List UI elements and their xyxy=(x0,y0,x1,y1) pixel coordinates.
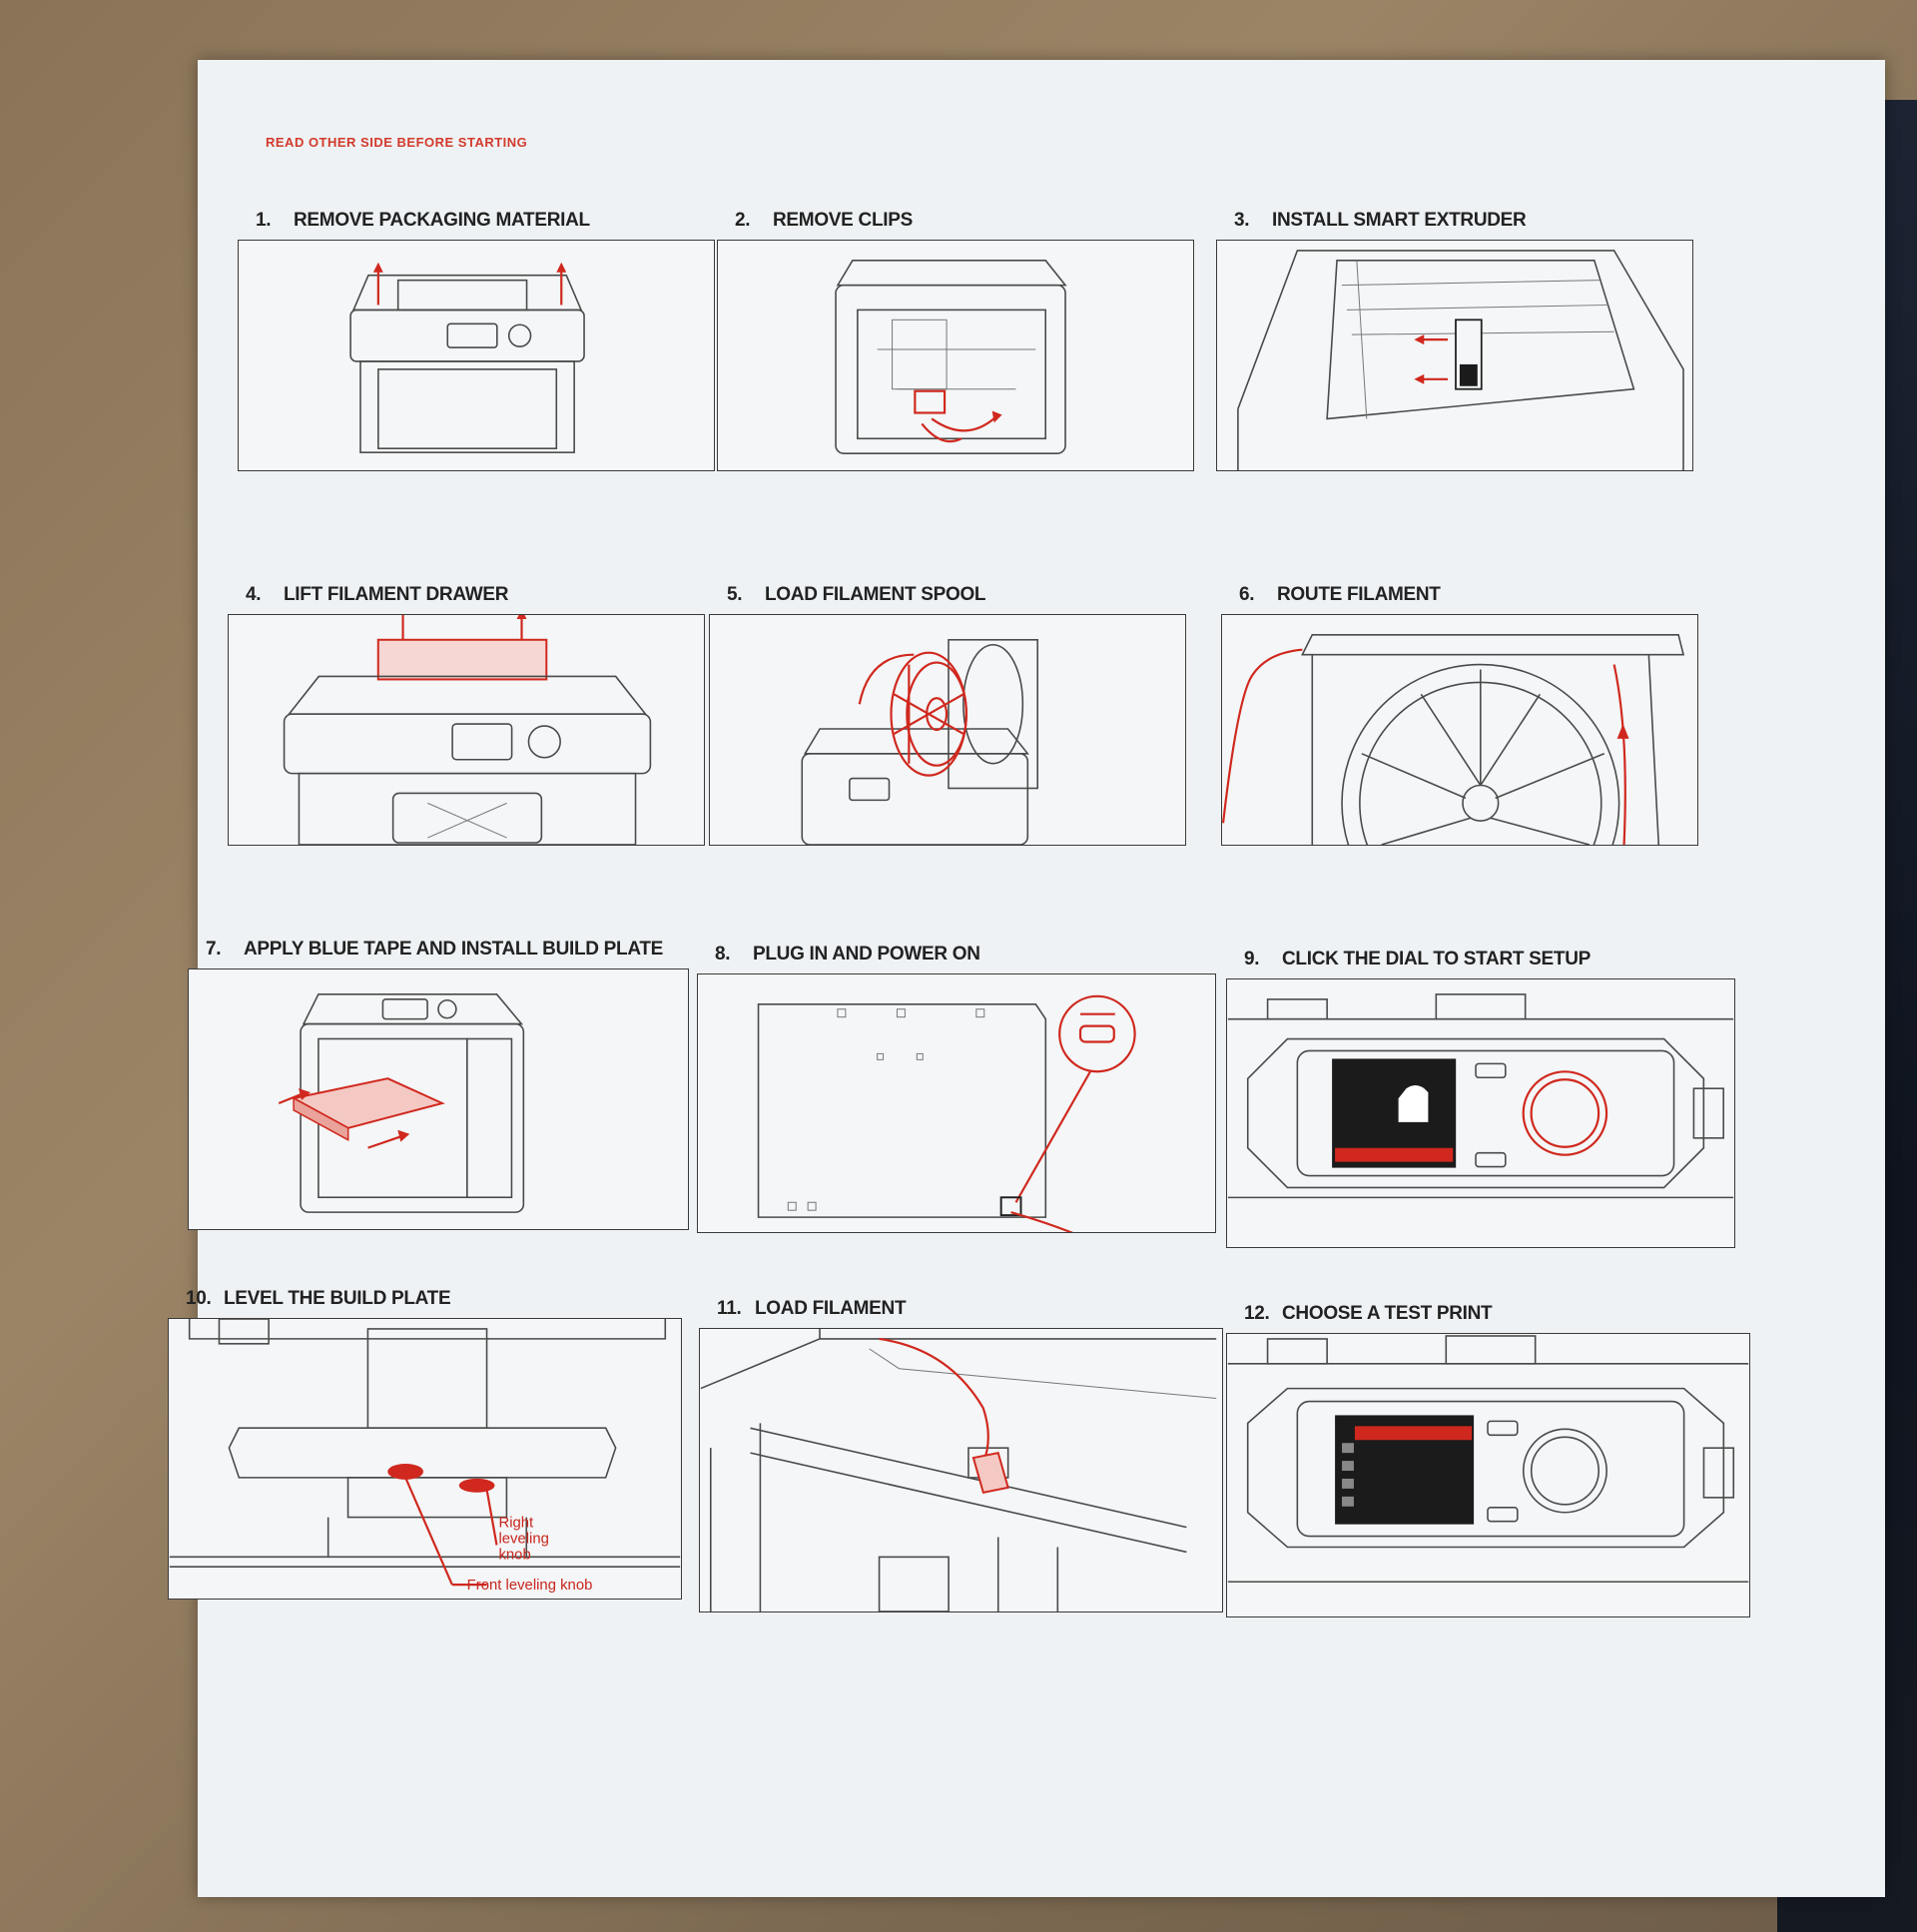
step-illustration xyxy=(717,240,1194,471)
right-knob-label-line2: leveling xyxy=(498,1531,548,1547)
step-title: 4.LIFT FILAMENT DRAWER xyxy=(246,584,509,605)
step-title: 1.REMOVE PACKAGING MATERIAL xyxy=(256,210,590,231)
step-illustration: Right leveling knob Front leveling knob xyxy=(168,1318,682,1600)
step-illustration xyxy=(1216,240,1693,471)
step-illustration xyxy=(1221,614,1698,846)
step-title: 7.APPLY BLUE TAPE AND INSTALL BUILD PLAT… xyxy=(206,939,664,960)
step-title: 12.CHOOSE A TEST PRINT xyxy=(1244,1303,1493,1324)
step-illustration xyxy=(699,1328,1223,1612)
right-knob-label-line1: Right xyxy=(498,1516,534,1532)
step-illustration xyxy=(228,614,705,846)
step-title: 9.CLICK THE DIAL TO START SETUP xyxy=(1244,949,1592,969)
step-title: 6.ROUTE FILAMENT xyxy=(1239,584,1441,605)
step-illustration xyxy=(188,968,689,1230)
step-title: 11.LOAD FILAMENT xyxy=(717,1298,907,1319)
step-title: 5.LOAD FILAMENT SPOOL xyxy=(727,584,986,605)
step-title: 10.LEVEL THE BUILD PLATE xyxy=(186,1288,451,1309)
warning-text: READ OTHER SIDE BEFORE STARTING xyxy=(266,135,528,150)
step-title: 8.PLUG IN AND POWER ON xyxy=(715,944,980,965)
instruction-sheet: READ OTHER SIDE BEFORE STARTING 1.REMOVE… xyxy=(168,60,1885,1897)
step-title: 3.INSTALL SMART EXTRUDER xyxy=(1234,210,1527,231)
right-knob-label-line3: knob xyxy=(498,1547,530,1563)
step-illustration xyxy=(709,614,1186,846)
step-illustration xyxy=(1226,978,1735,1248)
step-illustration xyxy=(1226,1333,1750,1617)
front-knob-label: Front leveling knob xyxy=(467,1578,593,1594)
step-illustration xyxy=(697,973,1216,1233)
step-illustration xyxy=(238,240,715,471)
step-title: 2.REMOVE CLIPS xyxy=(735,210,913,231)
